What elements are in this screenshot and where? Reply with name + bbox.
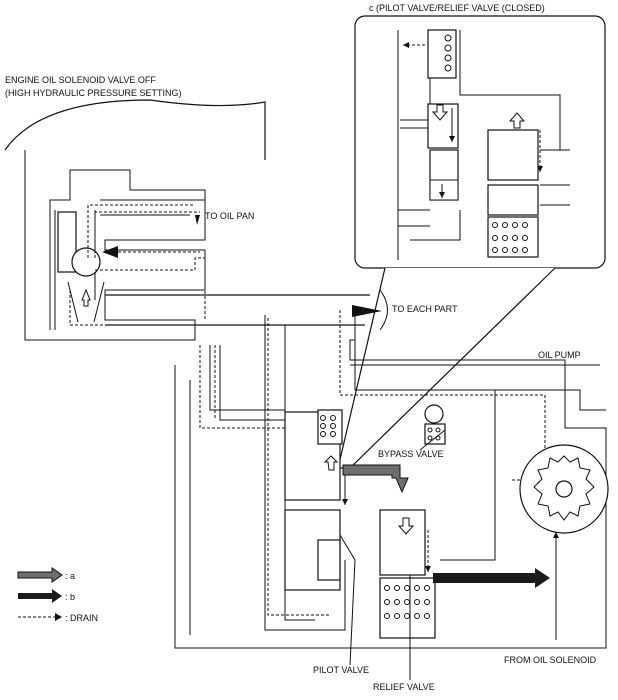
to-oil-pan-label: TO OIL PAN [205, 211, 254, 221]
legend: : a : b : DRAIN [17, 567, 98, 623]
relief-valve-label: RELIEF VALVE [373, 682, 435, 692]
from-oil-solenoid-label: FROM OIL SOLENOID [504, 655, 597, 665]
bypass-valve-label: BYPASS VALVE [378, 449, 444, 459]
main-gallery [105, 289, 609, 649]
engine-block-section [4, 99, 266, 341]
bypass-ball [424, 404, 444, 424]
detail-callout [337, 15, 606, 469]
pilot-spring [317, 409, 343, 445]
legend-b-label: : b [65, 592, 75, 602]
legend-a-label: : a [65, 571, 75, 581]
detail-title: c (PILOT VALVE/RELIEF VALVE (CLOSED) [369, 3, 545, 13]
legend-drain-label: : DRAIN [65, 613, 98, 623]
header-line-1: ENGINE OIL SOLENOID VALVE OFF [5, 75, 156, 85]
relief-spring [379, 577, 436, 639]
flow-a-arrow [342, 464, 409, 494]
solenoid-check-ball [71, 247, 101, 277]
oil-pump-label: OIL PUMP [538, 350, 581, 360]
header-line-2: (HIGH HYDRAULIC PRESSURE SETTING) [5, 88, 182, 98]
pilot-spring-detail [427, 29, 457, 79]
to-each-part-label: TO EACH PART [392, 304, 458, 314]
legend-b-swatch [18, 589, 62, 603]
legend-a-swatch [17, 567, 63, 583]
pilot-valve-label: PILOT VALVE [313, 665, 369, 675]
flow-b-arrow [433, 568, 550, 588]
